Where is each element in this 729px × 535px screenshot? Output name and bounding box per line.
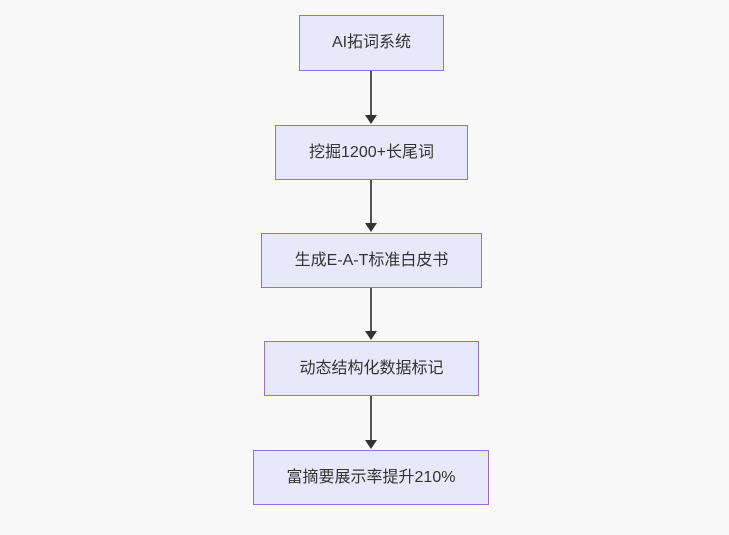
flow-node-rich-snippet-result: 富摘要展示率提升210% <box>253 450 489 505</box>
flow-node-label: 生成E-A-T标准白皮书 <box>294 251 449 269</box>
flow-node-structured-data-markup: 动态结构化数据标记 <box>264 341 479 396</box>
edge-line <box>369 288 372 333</box>
edge-line <box>369 396 372 442</box>
flow-node-label: 富摘要展示率提升210% <box>286 468 456 486</box>
arrow-down-icon <box>364 115 377 124</box>
flow-node-eat-whitepaper: 生成E-A-T标准白皮书 <box>261 233 482 288</box>
flow-node-ai-keyword-system: AI拓词系统 <box>299 15 444 71</box>
edge-line <box>369 71 372 117</box>
arrow-down-icon <box>364 331 377 340</box>
flow-edge-2 <box>364 180 377 232</box>
arrow-down-icon <box>364 440 377 449</box>
edge-line <box>369 180 372 225</box>
flow-node-label: 挖掘1200+长尾词 <box>309 143 434 161</box>
flow-node-label: AI拓词系统 <box>331 34 412 51</box>
flow-edge-1 <box>364 71 377 124</box>
flow-edge-4 <box>364 396 377 449</box>
arrow-down-icon <box>364 223 377 232</box>
flow-node-label: 动态结构化数据标记 <box>299 359 444 377</box>
flow-edge-3 <box>364 288 377 340</box>
flow-node-longtail-mining: 挖掘1200+长尾词 <box>275 125 468 180</box>
